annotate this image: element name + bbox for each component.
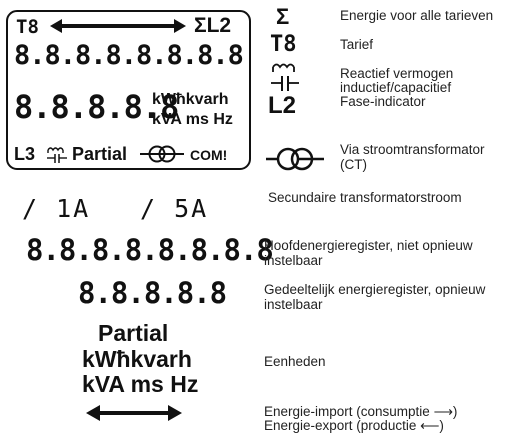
ct-1a-label: / 1A	[22, 194, 91, 223]
tariff-description: Tarief	[340, 37, 374, 52]
lcd-partial-label: Partial	[72, 144, 128, 164]
partial-register-description-2: instelbaar	[264, 297, 323, 312]
export-description: Energie-export (productie ⟵)	[264, 418, 444, 433]
lcd-display-panel	[6, 10, 251, 170]
units-line2: kVA ms Hz	[82, 371, 199, 397]
reactive-description-1: Reactief vermogen	[340, 66, 454, 81]
lcd-tariff-symbol: T8	[16, 16, 39, 38]
lcd-l3-label: L3	[14, 144, 36, 164]
ct-icon	[266, 147, 324, 171]
lcd-reactive-icon	[47, 147, 67, 163]
lcd-units-line2: kVA ms Hz	[152, 111, 233, 128]
partial-register-digits: 8.8.8.8.8	[78, 276, 227, 310]
ct-5a-label: / 5A	[140, 194, 209, 223]
lcd-digits-row2: 8.8.8.8.8	[14, 88, 179, 126]
lcd-ct-icon	[140, 145, 184, 163]
lcd-sigma-l2: ΣL2	[194, 14, 232, 37]
sigma-icon: Σ	[276, 4, 290, 29]
import-export-arrows	[86, 405, 182, 421]
partial-label: Partial	[98, 320, 169, 346]
secondary-current-description: Secundaire transformatorstroom	[268, 190, 462, 205]
lcd-com-label: COM!	[190, 147, 228, 163]
lcd-digits-row1: 8.8.8.8.8.8.8.8	[14, 40, 244, 71]
units-line1: kWħkvarh	[82, 346, 192, 372]
lcd-units-line1: kWħkvarh	[152, 91, 229, 108]
reactive-icon	[271, 63, 299, 91]
ct-description-1: Via stroomtransformator	[340, 142, 485, 157]
reactive-description-2: inductief/capacitief	[340, 80, 452, 95]
main-register-description-2: instelbaar	[264, 253, 323, 268]
units-description: Eenheden	[264, 354, 326, 369]
phase-icon: L2	[268, 92, 297, 119]
ct-description-2: (CT)	[340, 157, 367, 172]
lcd-direction-arrows	[50, 19, 186, 33]
import-description: Energie-import (consumptie ⟶)	[264, 404, 458, 419]
partial-register-description-1: Gedeeltelijk energieregister, opnieuw	[264, 282, 486, 297]
main-register-description-1: Hoofdenergieregister, niet opnieuw	[264, 238, 473, 253]
phase-description: Fase-indicator	[340, 94, 426, 109]
sigma-description: Energie voor alle tarieven	[340, 8, 494, 23]
main-register-digits: 8.8.8.8.8.8.8.8	[26, 233, 274, 267]
tariff-icon: T8	[270, 32, 297, 57]
